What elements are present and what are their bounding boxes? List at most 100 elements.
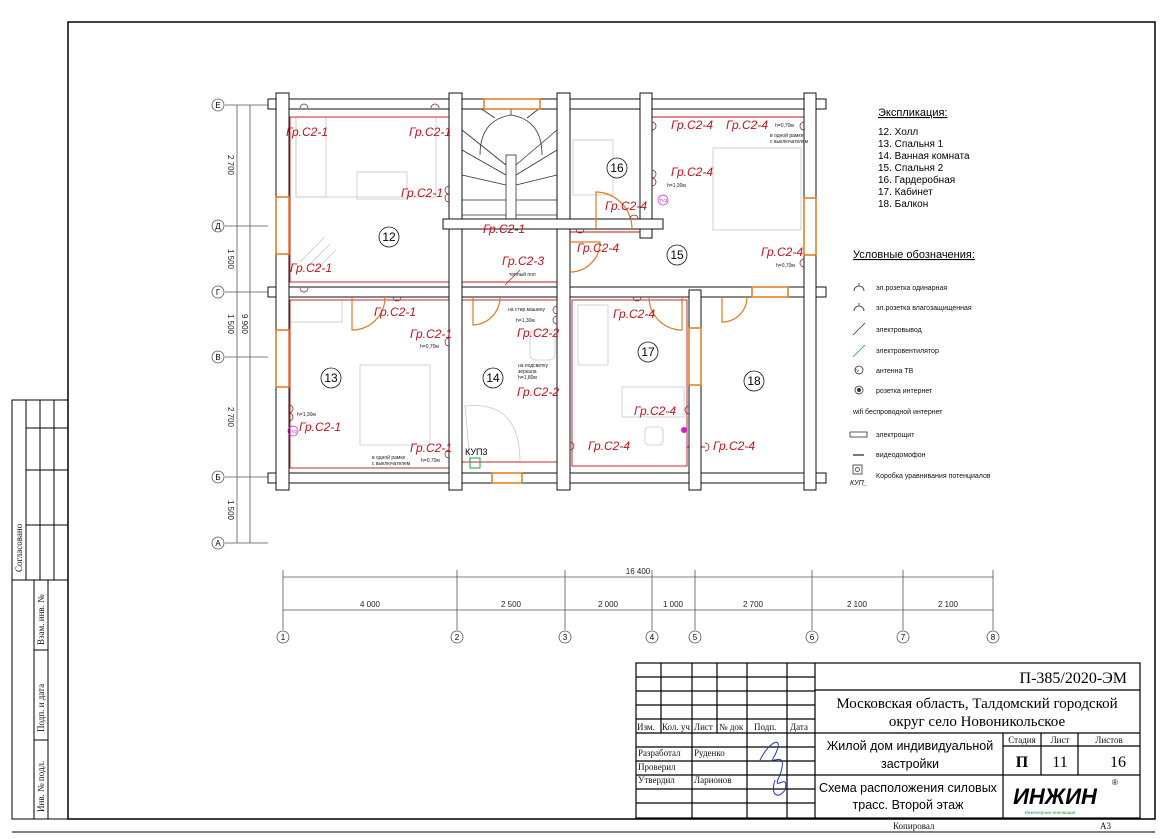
- circuit-label: Гр.С2-4: [726, 118, 768, 132]
- tv-icon-glyph: TV: [854, 368, 859, 373]
- note: h=0,70м: [420, 344, 439, 350]
- legend-label: эл.розетка одинарная: [876, 285, 947, 292]
- tb-role: Проверил: [638, 762, 676, 772]
- sheet-value: 11: [1052, 754, 1067, 771]
- sign-date-label: Подп. и дата: [36, 684, 46, 732]
- note: с выключателем: [770, 139, 809, 145]
- legend-label: wifi беспроводной интернет: [852, 408, 943, 416]
- circuit-label: Гр.С2-1: [410, 441, 452, 455]
- internet-icon-dot: [857, 388, 861, 392]
- tb-header: № док: [719, 722, 744, 732]
- axis-col-label: 2: [455, 633, 460, 642]
- row-total-dim: 9 900: [240, 314, 249, 335]
- note: h=1,80м: [518, 375, 537, 381]
- legend-label: электрощит: [876, 432, 915, 439]
- tv-antenna-icon: [287, 425, 299, 437]
- agreed-label: Согласовано: [14, 523, 24, 572]
- room-number: 16: [610, 161, 624, 175]
- note: h=0,70м: [775, 123, 794, 129]
- note: в одной рамке: [372, 454, 406, 461]
- circuit-label: Гр.С2-4: [605, 199, 647, 213]
- object-line-2: застройки: [881, 757, 939, 771]
- note: h=0,70м: [776, 263, 795, 269]
- circuit-label: Гр.С2-4: [671, 165, 713, 179]
- legend-kup-label: КУП_: [850, 480, 868, 487]
- row-dim: 1 500: [226, 314, 235, 335]
- circuit-label: Гр.С2-1: [290, 261, 332, 275]
- internet-socket-icon: [681, 427, 687, 433]
- tb-header: Лист: [694, 722, 713, 732]
- axis-row-label: Г: [216, 288, 221, 297]
- circuit-label: Гр.С2-1: [401, 186, 443, 200]
- legend-label: розетка интернет: [876, 388, 933, 395]
- explication-item: 15. Спальня 2: [878, 163, 944, 174]
- fan-icon: [852, 344, 866, 358]
- room-number: 17: [641, 345, 655, 359]
- axis-col-label: 7: [901, 633, 906, 642]
- explication-item: 13. Спальня 1: [878, 139, 944, 150]
- title-block-grid: [635, 662, 1141, 819]
- room-number: 12: [382, 230, 396, 244]
- circuit-label: Гр.С2-2: [517, 326, 559, 340]
- note: h=1,30м: [297, 412, 316, 418]
- note: h=1,30м: [667, 183, 686, 189]
- legend-label: электровентилятор: [876, 348, 939, 355]
- windows: [275, 98, 817, 484]
- sheet-title-1: Схема расположения силовых: [819, 781, 998, 795]
- row-dim: 1 500: [226, 249, 235, 270]
- axis-col-label: 1: [281, 633, 286, 642]
- note: теплый пол: [509, 271, 536, 278]
- explication-item: 18. Балкон: [878, 199, 928, 210]
- col-axes: [276, 570, 1000, 644]
- room-number: 15: [670, 248, 684, 262]
- staircase: [461, 107, 558, 222]
- socket-single-icon: [853, 283, 865, 292]
- explication-item: 17. Кабинет: [878, 186, 933, 198]
- kup-label: КУП3: [465, 447, 488, 457]
- registered-mark: ®: [1112, 778, 1118, 787]
- legend-label: электровывод: [876, 327, 922, 334]
- col-dim: 2 100: [938, 600, 959, 609]
- object-line-1: Жилой дом индивидуальной: [827, 739, 993, 753]
- axis-row-label: В: [215, 353, 220, 362]
- sheet-title-2: трасс. Второй этаж: [853, 798, 965, 812]
- col-dim: 2 700: [743, 600, 764, 609]
- inv-replace-label: Взам. инв. №: [36, 594, 46, 645]
- company-logo-subtitle: Инженерные инновации: [1025, 810, 1076, 815]
- legend-label: видеодомофон: [876, 452, 926, 459]
- circuit-label: Гр.С2-1: [286, 125, 328, 139]
- room-number: 13: [324, 371, 338, 385]
- explication-item: 12. Холл: [878, 127, 918, 138]
- note: на стир.машину: [508, 307, 545, 313]
- tb-header: Кол. уч: [662, 722, 690, 732]
- legend-title: Условные обозначения:: [853, 249, 975, 261]
- company-logo: ИНЖИН: [1013, 784, 1098, 809]
- inv-orig-label: Инв. № подл.: [36, 761, 46, 812]
- col-dim: 2 500: [501, 600, 522, 609]
- walls: [267, 92, 827, 491]
- kup-box-icon: [852, 464, 863, 475]
- circuit-label: Гр.С2-4: [577, 241, 619, 255]
- tb-role: Утвердил: [638, 775, 675, 785]
- circuit-label: Гр.С2-2: [517, 385, 559, 399]
- explication-item: 14. Ванная комната: [878, 151, 970, 162]
- warm-floor-outlet-icon: [504, 269, 521, 286]
- tb-name: Руденко: [694, 748, 725, 758]
- circuit-label: Гр.С2-4: [634, 404, 676, 418]
- tb-role: Разработал: [638, 748, 681, 758]
- explication-title: Экспликация:: [878, 107, 948, 119]
- doors: [351, 191, 748, 331]
- signature: [759, 742, 787, 796]
- electrical-outlet-icon: [852, 322, 866, 336]
- sheets-label: Листов: [1095, 735, 1122, 745]
- note: h=0,70м: [421, 458, 440, 464]
- col-dim: 2 000: [598, 600, 619, 609]
- col-total-dim: 16 400: [626, 567, 651, 576]
- tv2-label: TV2: [289, 429, 298, 434]
- socket-icons: [288, 103, 805, 459]
- tb-header: Подп.: [754, 722, 776, 732]
- circuit-label: Гр.С2-4: [613, 307, 655, 321]
- legend-label: эл.розетка влагозащищенная: [876, 305, 972, 312]
- circuit-label: Гр.С2-1: [409, 125, 451, 139]
